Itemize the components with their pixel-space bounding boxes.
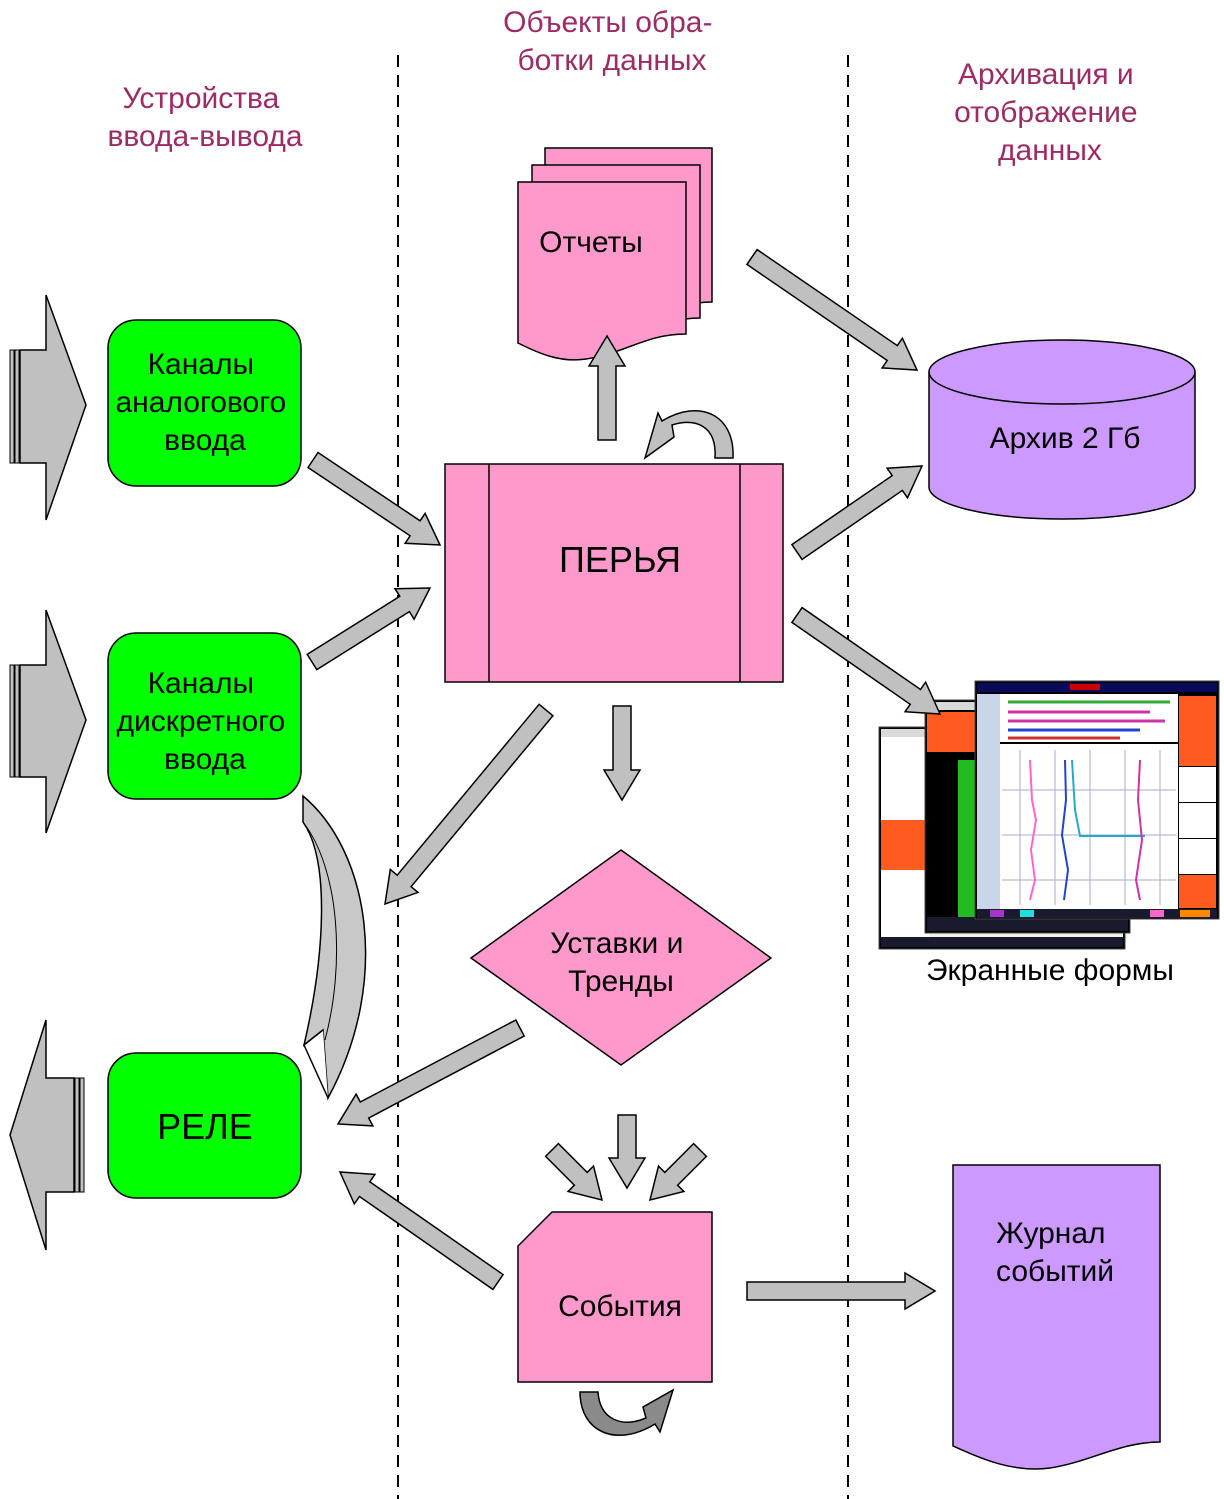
incoming-events-arrow-right-icon [648, 1142, 708, 1202]
column-header-io: Устройства ввода-вывода [107, 82, 302, 153]
pens-to-relay-arrow-icon [384, 703, 554, 906]
pens-to-reports-arrow-icon [587, 334, 627, 441]
event-journal-document: Журнал событий [952, 1164, 1161, 1470]
events-loop-arrow-icon [579, 1388, 675, 1437]
svg-text:Уставки и Тренды: Уставки и Тренды [550, 927, 691, 998]
svg-text:Журнал событий: Журнал событий [996, 1217, 1114, 1288]
analog-input-channels: Каналы аналогового ввода [107, 319, 302, 487]
svg-text:Каналы дискретного: Каналы дискретного ввода [116, 667, 293, 776]
pens-process-block: ПЕРЬЯ [444, 463, 784, 683]
svg-text:Архив 2 Гб: Архив 2 Гб [990, 422, 1141, 455]
discrete-to-relay-curved-arrow-icon [302, 794, 367, 1101]
svg-text:События: События [558, 1290, 682, 1323]
reports-documents: Отчеты [517, 147, 713, 361]
input-arrow-discrete-icon [9, 609, 87, 834]
input-arrow-analog-icon [9, 294, 87, 521]
discrete-input-channels: Каналы дискретного ввода [107, 632, 302, 800]
pens-to-archive-arrow-icon [790, 465, 924, 561]
output-arrow-relay-icon [9, 1019, 85, 1251]
events-to-relay-arrow-icon [338, 1171, 505, 1291]
screen-forms-caption: Экранные формы [926, 954, 1174, 987]
events-to-journal-arrow-icon [746, 1271, 937, 1311]
column-header-processing: Объекты обра- ботки данных [503, 6, 721, 77]
svg-text:Каналы аналогового: Каналы аналогового ввода [115, 348, 294, 457]
column-header-archive: Архивация и отображение данных [954, 58, 1146, 167]
svg-text:РЕЛЕ: РЕЛЕ [157, 1106, 253, 1147]
screen-forms-thumbnails [878, 680, 1220, 950]
svg-text:Отчеты: Отчеты [539, 226, 643, 259]
incoming-events-arrow-left-icon [544, 1142, 604, 1202]
incoming-events-arrow-center-icon [607, 1114, 647, 1190]
reports-to-archive-arrow-icon [745, 248, 919, 371]
archive-storage: Архив 2 Гб [928, 339, 1196, 520]
setpoints-to-relay-arrow-icon [336, 1018, 526, 1127]
discrete-to-pens-arrow-icon [306, 587, 432, 671]
events-block: События [517, 1211, 713, 1383]
connector-arrows [306, 248, 942, 1311]
pens-loop-arrow-icon [643, 410, 734, 460]
pens-to-setpoints-arrow-icon [602, 705, 642, 802]
relay-outputs: РЕЛЕ [107, 1052, 302, 1199]
setpoints-trends-decision: Уставки и Тренды [469, 849, 773, 1066]
svg-text:ПЕРЬЯ: ПЕРЬЯ [559, 539, 681, 580]
pens-to-screens-arrow-icon [790, 606, 942, 715]
analog-to-pens-arrow-icon [306, 451, 442, 546]
